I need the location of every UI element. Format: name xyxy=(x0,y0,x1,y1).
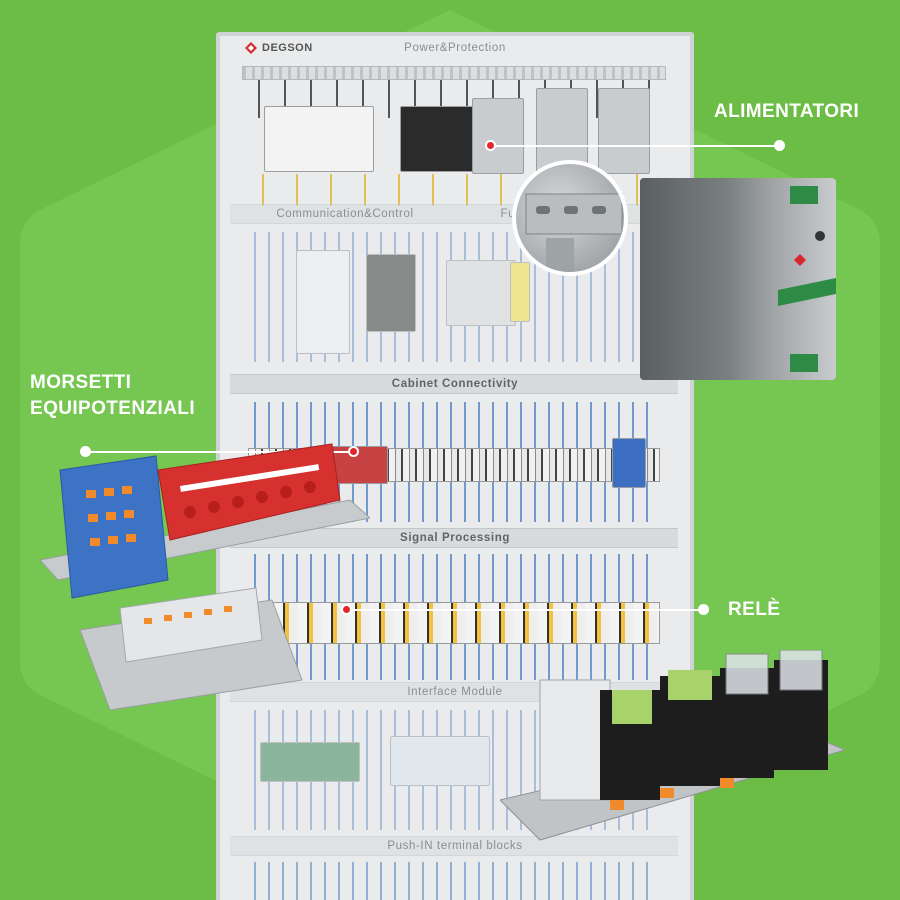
io-modules xyxy=(446,260,516,326)
callout-dot-end-relays xyxy=(698,604,709,615)
blue-terminal-block xyxy=(612,438,646,488)
cable-duct xyxy=(242,66,666,80)
psu-module-3 xyxy=(598,88,650,174)
plc-controller xyxy=(366,254,416,332)
cabinet-header: DEGSON Power&Protection xyxy=(220,36,690,64)
black-breakers xyxy=(400,106,474,172)
section-label-signal: Signal Processing xyxy=(400,532,510,544)
psu-module-1 xyxy=(472,98,524,174)
callout-dot-end-psu xyxy=(774,140,785,151)
section-label-pushin: Push-IN terminal blocks xyxy=(387,840,523,852)
section-label-power: Power&Protection xyxy=(404,42,506,54)
section-label-function: Function xyxy=(290,208,690,220)
circuit-breakers xyxy=(264,106,374,172)
terminal-block-image xyxy=(40,443,370,710)
interface-board-2 xyxy=(390,736,490,786)
callout-label-relays: RELÈ xyxy=(728,599,781,620)
psu-module-2 xyxy=(536,88,588,174)
section-label-communication: Communication&Control xyxy=(276,208,414,220)
brand-logo: DEGSON xyxy=(244,41,313,55)
callout-line-terminals xyxy=(86,451,354,453)
callout-dot-terminals xyxy=(348,446,359,457)
callout-label-terminals: MORSETTI EQUIPOTENZIALI xyxy=(30,370,195,422)
interface-board-1 xyxy=(260,742,360,782)
degson-logo-icon xyxy=(245,42,257,54)
section-label-connectivity: Cabinet Connectivity xyxy=(391,378,519,390)
ethernet-switch xyxy=(296,250,350,354)
section-band-pushin xyxy=(230,836,678,856)
din-rail-zoom xyxy=(512,160,628,276)
pushin-wires xyxy=(248,862,660,900)
section-band-signal xyxy=(230,528,678,548)
callout-line-relays xyxy=(350,609,704,611)
section-band-connectivity xyxy=(230,374,678,394)
callout-line-psu xyxy=(494,145,780,147)
callout-label-terminals-line1: MORSETTI xyxy=(30,372,132,393)
relay-image xyxy=(500,650,845,841)
yellow-module xyxy=(510,262,530,322)
callout-label-terminals-line2: EQUIPOTENZIALI xyxy=(30,398,195,419)
power-supply-image xyxy=(640,178,836,380)
brand-name: DEGSON xyxy=(262,42,313,54)
section-label-interface: Interface Module xyxy=(407,686,503,698)
callout-label-psu: ALIMENTATORI xyxy=(714,101,860,122)
